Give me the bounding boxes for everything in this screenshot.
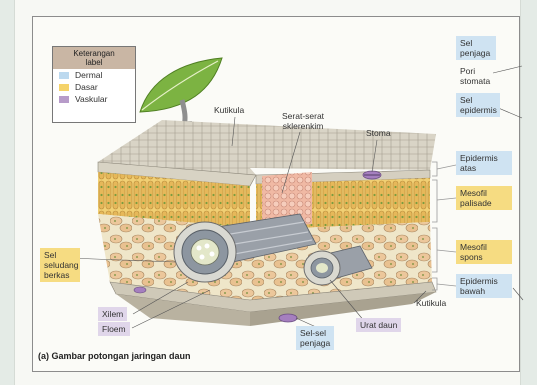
label-epidermis-bawah: Epidermis bawah [456,274,512,298]
bracket-lines [432,162,456,290]
label-epidermis-atas: Epidermis atas [456,151,512,175]
swatch-dasar [59,84,69,91]
legend-title: Keterangan label [53,47,135,69]
label-sel-epidermis: Sel epidermis [456,93,500,117]
label-stoma: Stoma [366,128,391,138]
label-serat-sklerenkim: Serat-serat sklerenkim [282,111,324,131]
label-urat-daun: Urat daun [356,318,401,332]
label-kutikula-bottom: Kutikula [416,298,446,308]
figure-caption: (a) Gambar potongan jaringan daun [38,351,191,361]
label-sel-penjaga: Sel penjaga [456,36,496,60]
legend-item-dermal: Dermal [53,69,135,81]
label-pori-stomata: Pori stomata [460,66,490,86]
label-xilem: Xilem [98,307,127,321]
legend: Keterangan label Dermal Dasar Vaskular [52,46,136,123]
legend-item-dasar: Dasar [53,81,135,93]
label-mesofil-spons: Mesofil spons [456,240,512,264]
swatch-dermal [59,72,69,79]
label-floem: Floem [98,322,130,336]
stoma-top-icon [363,171,381,179]
label-kutikula-top: Kutikula [214,105,244,115]
label-mesofil-palisade: Mesofil palisade [456,186,512,210]
swatch-vaskular [59,96,69,103]
label-sel-seludang-berkas: Sel seludang berkas [40,248,80,282]
label-sel-sel-penjaga: Sel-sel penjaga [296,326,334,350]
legend-item-vaskular: Vaskular [53,93,135,105]
